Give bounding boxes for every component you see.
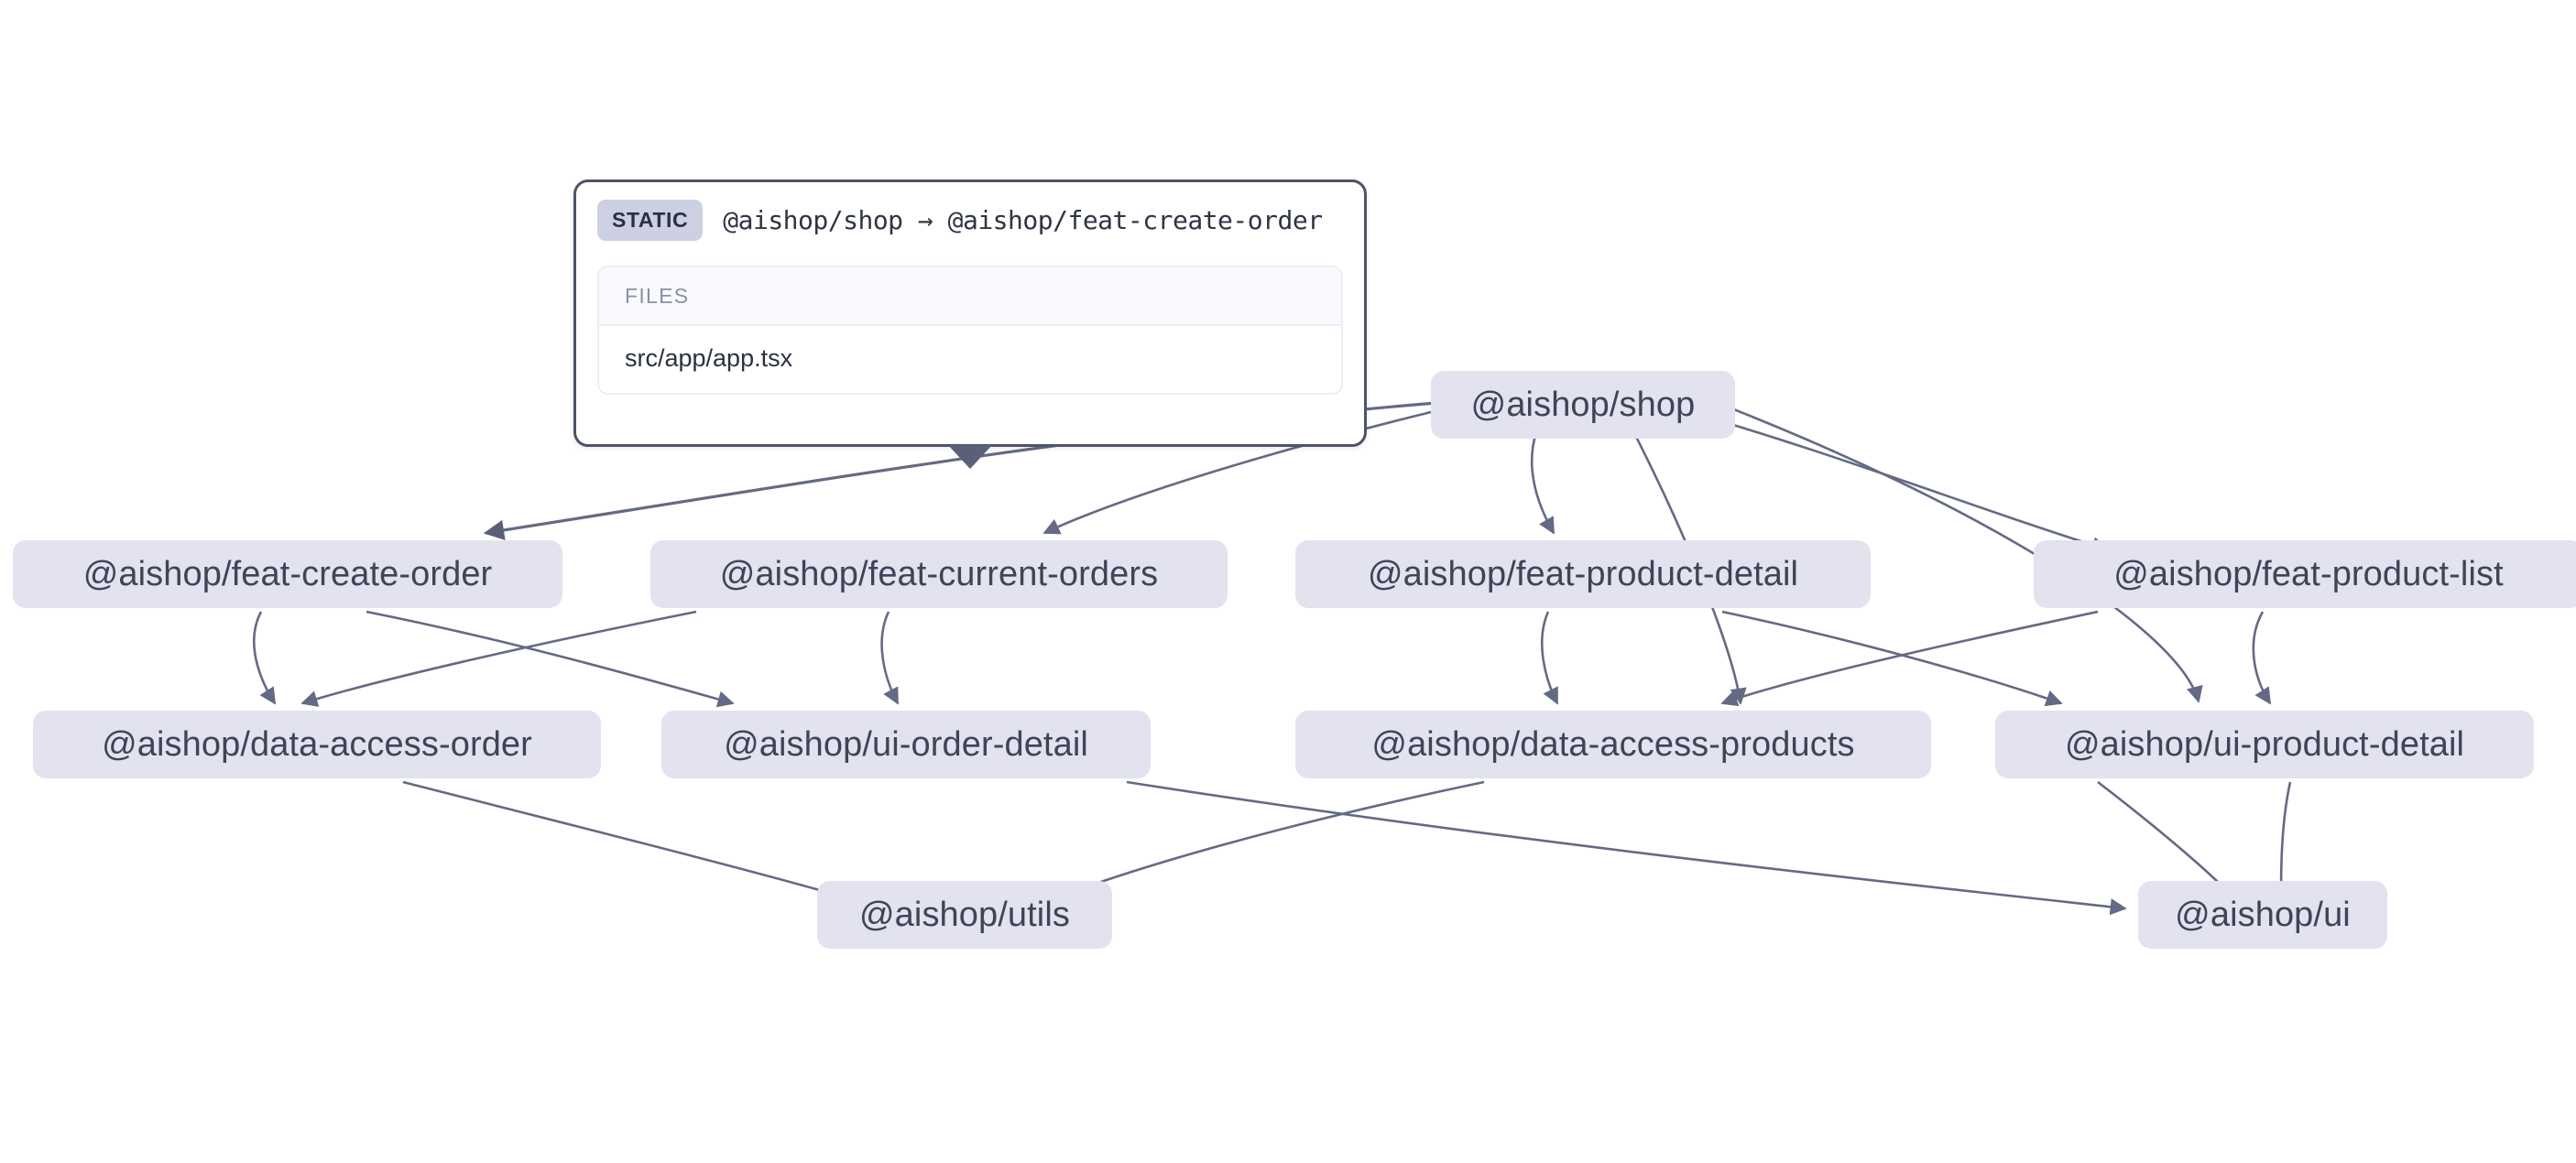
graph-edge-feat-product-list-to-data-access-products[interactable] <box>1720 610 2099 707</box>
graph-node-label: @aishop/shop <box>1470 385 1696 424</box>
graph-node-label: @aishop/data-access-products <box>1371 724 1855 764</box>
graph-edge-feat-current-orders-to-ui-order-detail[interactable] <box>880 611 900 705</box>
tooltip-title: @aishop/shop → @aishop/feat-create-order <box>723 205 1323 235</box>
graph-node-label: @aishop/ui-product-detail <box>2064 724 2465 764</box>
graph-node-shop[interactable]: @aishop/shop <box>1431 371 1735 439</box>
graph-edge-feat-current-orders-to-data-access-order[interactable] <box>300 610 697 707</box>
file-list-item[interactable]: src/app/app.tsx <box>599 326 1341 393</box>
files-header: FILES <box>599 267 1341 326</box>
files-panel: FILES src/app/app.tsx <box>597 266 1343 395</box>
graph-edge-feat-create-order-to-data-access-order[interactable] <box>253 611 277 705</box>
graph-node-feat-create-order[interactable]: @aishop/feat-create-order <box>13 540 562 608</box>
graph-edge-ui-order-detail-to-ui[interactable] <box>1126 780 2127 916</box>
graph-node-ui-product-detail[interactable]: @aishop/ui-product-detail <box>1995 711 2534 778</box>
graph-edge-feat-product-list-to-ui-product-detail[interactable] <box>2252 611 2272 705</box>
graph-edge-data-access-products-to-utils[interactable] <box>1052 780 1485 902</box>
graph-edge-feat-product-detail-to-data-access-products[interactable] <box>1540 611 1559 705</box>
graph-node-label: @aishop/data-access-order <box>102 724 532 764</box>
graph-node-label: @aishop/ui-order-detail <box>724 724 1088 764</box>
graph-node-label: @aishop/utils <box>859 895 1070 934</box>
graph-node-utils[interactable]: @aishop/utils <box>817 881 1112 949</box>
edges <box>253 401 2292 916</box>
graph-node-label: @aishop/feat-product-list <box>2113 554 2504 593</box>
graph-edge-data-access-order-to-utils[interactable] <box>402 780 854 904</box>
graph-node-label: @aishop/feat-current-orders <box>719 554 1159 593</box>
graph-node-label: @aishop/ui <box>2175 895 2351 934</box>
graph-node-label: @aishop/feat-create-order <box>82 554 493 593</box>
static-badge: STATIC <box>597 200 704 241</box>
graph-node-data-access-products[interactable]: @aishop/data-access-products <box>1295 711 1931 778</box>
graph-edge-feat-product-detail-to-ui-product-detail[interactable] <box>1721 610 2063 707</box>
tooltip-pointer-icon <box>948 445 992 469</box>
tooltip-header: STATIC @aishop/shop → @aishop/feat-creat… <box>576 182 1364 241</box>
graph-node-ui-order-detail[interactable]: @aishop/ui-order-detail <box>661 711 1151 778</box>
graph-node-feat-product-list[interactable]: @aishop/feat-product-list <box>2034 540 2576 608</box>
edge-tooltip-card[interactable]: STATIC @aishop/shop → @aishop/feat-creat… <box>573 179 1367 447</box>
graph-edge-feat-create-order-to-ui-order-detail[interactable] <box>366 610 735 708</box>
graph-node-ui[interactable]: @aishop/ui <box>2138 881 2387 949</box>
graph-node-feat-product-detail[interactable]: @aishop/feat-product-detail <box>1295 540 1871 608</box>
graph-edge-shop-to-feat-product-list[interactable] <box>1675 407 2109 553</box>
graph-node-label: @aishop/feat-product-detail <box>1367 554 1799 593</box>
graph-node-data-access-order[interactable]: @aishop/data-access-order <box>33 711 601 778</box>
graph-node-feat-current-orders[interactable]: @aishop/feat-current-orders <box>650 540 1228 608</box>
